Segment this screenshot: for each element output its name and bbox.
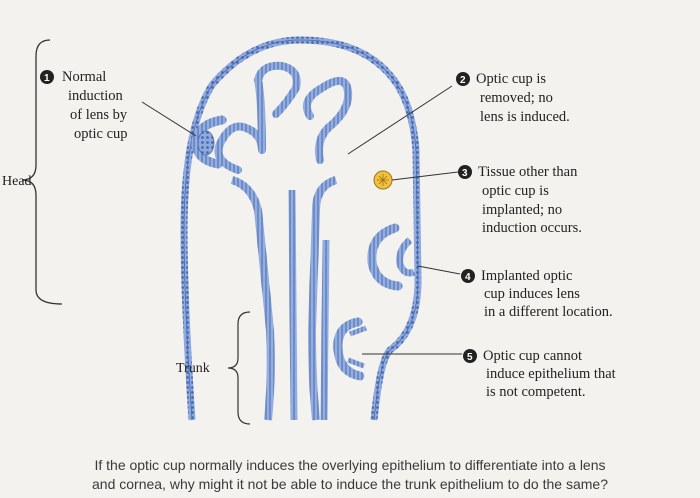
step-5-line-3: is not competent. [486, 384, 585, 400]
step-5: 5 Optic cup cannot induce epithelium tha… [463, 348, 616, 400]
leader-line-3 [391, 171, 459, 181]
step-3: 3 Tissue other than optic cup is implant… [458, 164, 582, 236]
step-4: 4 Implanted optic cup induces lens in a … [461, 268, 613, 320]
question-text: If the optic cup normally induces the ov… [40, 456, 660, 494]
step-5-line-2: induce epithelium that [486, 366, 616, 382]
svg-text:5: 5 [467, 352, 473, 363]
step-2-badge [456, 72, 470, 86]
leader-line-1 [141, 101, 197, 137]
question-line-2: and cornea, why might it not be able to … [92, 476, 608, 492]
svg-text:3: 3 [462, 168, 468, 179]
step-1: 1 Normal induction of lens by optic cup [40, 69, 128, 142]
step-3-line-2: optic cup is [482, 183, 549, 199]
step-4-line-3: in a different location. [484, 304, 613, 320]
head-label: Head [2, 174, 32, 189]
leader-line-4 [417, 265, 461, 275]
implanted-optic-cup [367, 223, 403, 291]
trunk-optic-cup [333, 317, 365, 381]
step-1-line-3: of lens by [70, 107, 128, 123]
step-5-badge [463, 349, 477, 363]
step-2-line-2: removed; no [480, 90, 553, 106]
step-4-line-2: cup induces lens [484, 286, 580, 302]
normal-optic-cup [191, 115, 227, 169]
step-3-line-4: induction occurs. [482, 220, 582, 236]
svg-text:4: 4 [465, 272, 471, 283]
step-3-line-3: implanted; no [482, 202, 562, 218]
question-line-1: If the optic cup normally induces the ov… [94, 457, 606, 473]
trunk-label: Trunk [176, 361, 210, 376]
svg-text:2: 2 [460, 75, 466, 86]
step-3-line-1: Tissue other than [478, 164, 578, 180]
leader-line-2 [347, 85, 453, 155]
trunk-bracket [227, 311, 251, 425]
head-bracket [21, 39, 63, 305]
step-1-badge [40, 70, 54, 84]
normal-lens [197, 130, 215, 156]
step-1-line-2: induction [68, 88, 124, 104]
neural-tube-inner-left [288, 189, 298, 421]
step-1-line-4: optic cup [74, 126, 128, 142]
neural-tube-right [307, 176, 338, 421]
svg-text:1: 1 [44, 73, 50, 84]
step-4-badge [461, 269, 475, 283]
neural-tube-inner-right [320, 239, 330, 421]
brain-tissue [214, 61, 353, 174]
step-1-line-1: Normal [62, 69, 106, 85]
step-2-line-1: Optic cup is [476, 71, 546, 87]
step-5-line-1: Optic cup cannot [483, 348, 582, 364]
step-4-line-1: Implanted optic [481, 268, 572, 284]
step-2-line-3: lens is induced. [480, 109, 570, 125]
step-3-badge [458, 165, 472, 179]
neural-tube-left [230, 176, 275, 421]
step-2: 2 Optic cup is removed; no lens is induc… [456, 71, 570, 125]
